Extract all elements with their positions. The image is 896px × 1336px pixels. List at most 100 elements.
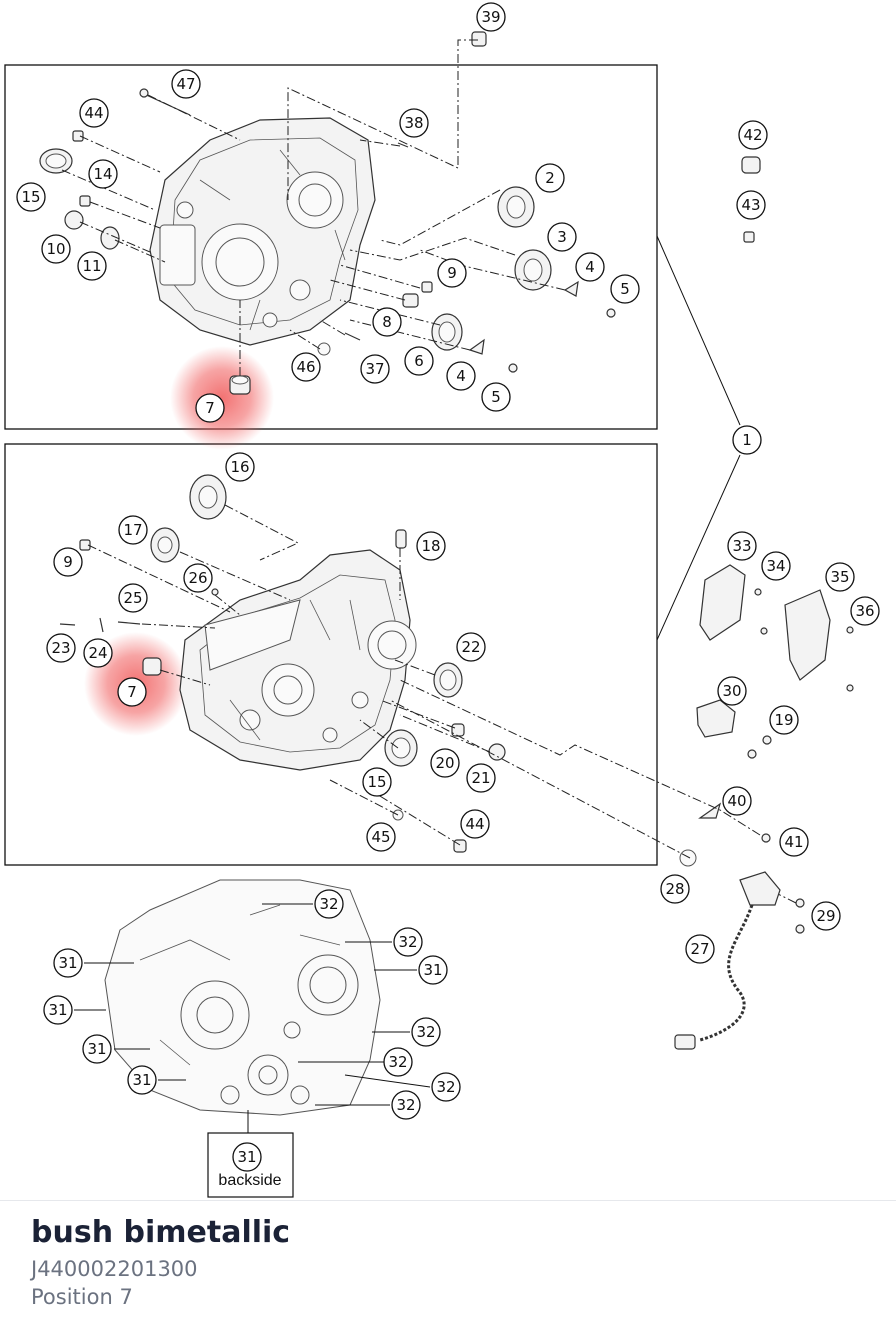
callout-47-label: 47 (176, 75, 195, 93)
callout-9-label: 9 (447, 264, 457, 282)
callout-1-leader (656, 235, 741, 641)
callout-19[interactable]: 19 (769, 705, 799, 735)
engine-backside-view (104, 879, 381, 1116)
part-position: Position 7 (31, 1285, 133, 1309)
part-info-panel: bush bimetallic J440002201300 Position 7 (0, 1200, 896, 1336)
callout-41-label: 41 (784, 833, 803, 851)
callout-44-upper[interactable]: 44 (79, 98, 109, 128)
callout-32-e[interactable]: 32 (431, 1072, 461, 1102)
callout-26[interactable]: 26 (183, 563, 213, 593)
callout-31-label: 31 (132, 1071, 151, 1089)
callout-9-label: 9 (63, 553, 73, 571)
callout-41[interactable]: 41 (779, 827, 809, 857)
callout-27-label: 27 (690, 940, 709, 958)
callout-5-lower[interactable]: 5 (481, 382, 511, 412)
callout-7-label: 7 (127, 683, 137, 701)
callout-32-d[interactable]: 32 (383, 1047, 413, 1077)
callout-18-label: 18 (421, 537, 440, 555)
callout-11[interactable]: 11 (77, 251, 107, 281)
callout-39[interactable]: 39 (476, 2, 506, 32)
callout-31-d[interactable]: 31 (82, 1034, 112, 1064)
callout-6[interactable]: 6 (404, 346, 434, 376)
callout-22[interactable]: 22 (456, 632, 486, 662)
backside-leader-lines (74, 903, 431, 1133)
callout-43-label: 43 (741, 196, 760, 214)
callout-37[interactable]: 37 (360, 354, 390, 384)
callout-45[interactable]: 45 (366, 822, 396, 852)
highlight-glow-upper (170, 346, 274, 450)
callout-33-label: 33 (732, 537, 751, 555)
callout-17-label: 17 (123, 521, 142, 539)
callout-20[interactable]: 20 (430, 748, 460, 778)
callout-4-label: 4 (585, 258, 595, 276)
callout-36[interactable]: 36 (850, 596, 880, 626)
callout-32-a[interactable]: 32 (314, 889, 344, 919)
callout-31-label: 31 (48, 1001, 67, 1019)
callout-32-label: 32 (319, 895, 338, 913)
callout-47[interactable]: 47 (171, 69, 201, 99)
callout-20-label: 20 (435, 754, 454, 772)
callout-9-upper[interactable]: 9 (437, 258, 467, 288)
callout-16[interactable]: 16 (225, 452, 255, 482)
callout-17[interactable]: 17 (118, 515, 148, 545)
callout-28-label: 28 (665, 880, 684, 898)
lower-crankcase-half (179, 549, 417, 771)
callout-24-label: 24 (88, 644, 107, 662)
callout-3-label: 3 (557, 228, 567, 246)
callout-30[interactable]: 30 (717, 676, 747, 706)
sensor-part-30 (696, 699, 772, 759)
callout-23[interactable]: 23 (46, 633, 76, 663)
callout-2[interactable]: 2 (535, 163, 565, 193)
callout-1[interactable]: 1 (732, 425, 762, 455)
callout-43[interactable]: 43 (736, 190, 766, 220)
callout-32-f[interactable]: 32 (391, 1090, 421, 1120)
callout-7-upper-highlighted[interactable]: 7 (195, 393, 225, 423)
callout-4-lower[interactable]: 4 (446, 361, 476, 391)
callout-32-label: 32 (436, 1078, 455, 1096)
callout-33[interactable]: 33 (727, 531, 757, 561)
callout-15-label: 15 (21, 188, 40, 206)
callout-32-c[interactable]: 32 (411, 1017, 441, 1047)
callout-16-label: 16 (230, 458, 249, 476)
callout-3[interactable]: 3 (547, 222, 577, 252)
callout-38[interactable]: 38 (399, 108, 429, 138)
callout-19-label: 19 (774, 711, 793, 729)
callout-10-label: 10 (46, 240, 65, 258)
callout-9-lower[interactable]: 9 (53, 547, 83, 577)
callout-27[interactable]: 27 (685, 934, 715, 964)
callout-34[interactable]: 34 (761, 551, 791, 581)
callout-35[interactable]: 35 (825, 562, 855, 592)
part-number: J440002201300 (31, 1257, 198, 1281)
callout-31-e[interactable]: 31 (127, 1065, 157, 1095)
callout-4-upper[interactable]: 4 (575, 252, 605, 282)
callout-5-upper[interactable]: 5 (610, 274, 640, 304)
callout-34-label: 34 (766, 557, 785, 575)
callout-31-c[interactable]: 31 (43, 995, 73, 1025)
callout-28[interactable]: 28 (660, 874, 690, 904)
callout-44-lower[interactable]: 44 (460, 809, 490, 839)
callout-40[interactable]: 40 (722, 786, 752, 816)
callout-21[interactable]: 21 (466, 763, 496, 793)
callout-31-a[interactable]: 31 (53, 948, 83, 978)
callout-7-lower-highlighted[interactable]: 7 (117, 677, 147, 707)
callout-32-b[interactable]: 32 (393, 927, 423, 957)
callout-18[interactable]: 18 (416, 531, 446, 561)
callout-15-upper[interactable]: 15 (16, 182, 46, 212)
upper-crankcase-frame (4, 64, 658, 430)
callout-5-label: 5 (620, 280, 630, 298)
callout-25[interactable]: 25 (118, 583, 148, 613)
callout-31-label: 31 (423, 961, 442, 979)
callout-31-b[interactable]: 31 (418, 955, 448, 985)
callout-24[interactable]: 24 (83, 638, 113, 668)
callout-44-label: 44 (465, 815, 484, 833)
callout-46[interactable]: 46 (291, 352, 321, 382)
upper-crankcase-half (149, 117, 376, 346)
callout-42[interactable]: 42 (738, 120, 768, 150)
callout-29[interactable]: 29 (811, 901, 841, 931)
callout-25-label: 25 (123, 589, 142, 607)
callout-15-lower[interactable]: 15 (362, 767, 392, 797)
callout-14[interactable]: 14 (88, 159, 118, 189)
callout-32-label: 32 (396, 1096, 415, 1114)
callout-8[interactable]: 8 (372, 307, 402, 337)
callout-10[interactable]: 10 (41, 234, 71, 264)
